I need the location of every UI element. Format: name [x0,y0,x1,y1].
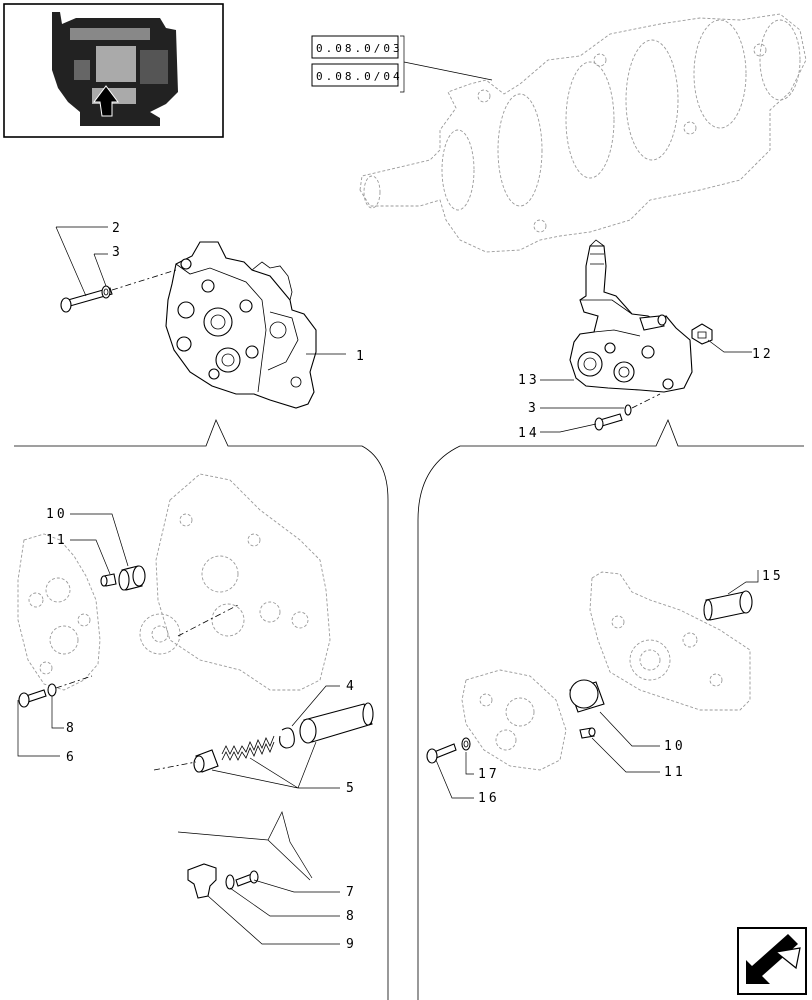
bushing-10-right[interactable] [569,679,605,713]
pump-with-pickup-assembly[interactable] [569,239,693,393]
bushing-10-left[interactable] [118,565,146,591]
leader-11a [70,539,111,575]
assembly-axis-3 [177,603,241,637]
callout-4: 4 [346,679,357,694]
pin-11-left[interactable] [100,573,117,587]
leader-6 [17,700,60,757]
callout-15: 15 [762,569,784,584]
callout-11-left: 11 [46,533,68,548]
washer-8[interactable] [225,874,235,890]
callout-1: 1 [356,349,367,364]
washer-3-right[interactable] [624,404,632,416]
callout-3-right: 3 [528,401,539,416]
reference-box-2[interactable]: 0.08.0/04 [311,63,403,87]
callout-13: 13 [518,373,540,388]
callout-17: 17 [478,767,500,782]
leader-9 [207,895,340,945]
reference-text-1: 0.08.0/03 [316,42,403,55]
callout-10-right: 10 [664,739,686,754]
leader-4 [291,685,340,727]
leader-17 [465,752,474,775]
washer-17[interactable] [461,737,471,751]
callout-16: 16 [478,791,500,806]
leader-14 [540,423,597,433]
leader-11b [591,737,660,773]
leader-12 [707,339,752,353]
next-page-arrow-icon[interactable] [737,927,807,995]
callout-7: 7 [346,885,357,900]
reference-text-2: 0.08.0/04 [316,70,403,83]
bolt-16[interactable] [426,743,457,764]
callout-8-left: 8 [66,721,77,736]
pump-body-ghost [155,473,331,691]
washer-3[interactable] [101,285,111,299]
gear-ghost [139,613,181,655]
leader-16 [435,759,474,799]
leader-3a [93,253,108,287]
leader-10b [599,711,660,747]
callout-5: 5 [346,781,357,796]
snap-ring-4[interactable] [279,727,295,749]
callout-10-left: 10 [46,507,68,522]
screw-7[interactable] [235,870,259,887]
crankshaft-ghost [359,13,807,253]
leader-8a [51,696,64,729]
plunger-5[interactable] [193,749,219,773]
leader-8b [229,887,340,917]
assembly-axis-1 [111,269,177,291]
pump-body-right-ghost [589,571,751,711]
callout-14: 14 [518,426,540,441]
callout-12: 12 [752,347,774,362]
spring-5[interactable] [221,735,275,761]
washer-8-left[interactable] [47,683,57,697]
callout-3: 3 [112,245,123,260]
valve-sleeve-5[interactable] [299,702,374,744]
assembly-axis-4 [55,675,93,689]
pipe-15[interactable] [703,590,753,621]
reference-box-1[interactable]: 0.08.0/03 [311,35,403,59]
pump-cover-ghost [17,533,101,691]
assembly-axis-2 [631,393,661,409]
bracket-lines [177,811,313,881]
leader-5 [211,741,340,789]
retainer-9[interactable] [187,863,217,899]
right-section-divider [417,418,804,1000]
callout-2: 2 [112,221,123,236]
callout-11-right: 11 [664,765,686,780]
callout-6: 6 [66,750,77,765]
callout-9: 9 [346,937,357,952]
pin-11-right[interactable] [579,727,596,739]
bolt-2[interactable] [60,287,113,313]
oil-pump-assembly[interactable] [165,241,317,409]
leader-15 [727,570,759,595]
reference-leader [400,35,493,93]
leader-10a [70,513,129,567]
assembly-axis-5 [153,761,197,771]
cover-right-ghost [461,669,567,771]
clip-12[interactable] [691,323,713,345]
bolt-6[interactable] [18,689,47,708]
bolt-14[interactable] [594,413,623,431]
engine-thumbnail-icon[interactable] [3,3,224,138]
leader-2 [55,226,108,297]
callout-8: 8 [346,909,357,924]
left-section-divider [14,418,389,1000]
leader-7 [253,879,340,893]
